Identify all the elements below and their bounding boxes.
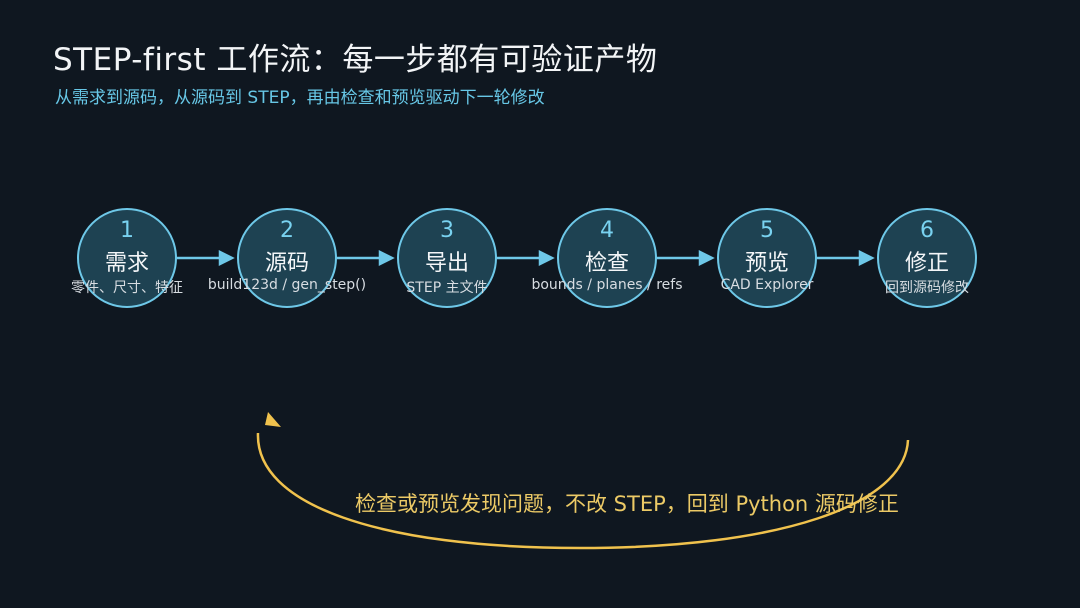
feedback-loop-arc [256,432,910,550]
step-4-circle: 4 检查 [557,208,657,308]
page-title: STEP-first 工作流：每一步都有可验证产物 [53,42,658,78]
arrowhead-2-3 [378,249,395,267]
feedback-loop-arrowhead [265,412,281,427]
step-1-label: 需求 [104,251,149,276]
step-2-number: 2 [280,218,294,243]
step-2-label: 源码 [264,251,309,276]
step-3-number: 3 [440,218,454,243]
step-2-description: build123d / gen_step() [207,277,367,293]
step-4-number: 4 [600,218,614,243]
step-6-description: 回到源码修改 [885,280,969,296]
step-6-circle: 6 修正 [877,208,977,308]
feedback-loop-caption: 检查或预览发现问题，不改 STEP，回到 Python 源码修正 [355,492,899,516]
step-3-circle: 3 导出 [397,208,497,308]
step-6-number: 6 [920,218,934,243]
step-3-label: 导出 [424,251,469,276]
step-1-description: 零件、尺寸、特征 [71,280,183,296]
step-5-label: 预览 [744,251,789,276]
arrowhead-3-4 [538,249,555,267]
step-4-label: 检查 [584,251,629,276]
step-6-label: 修正 [904,251,949,276]
step-5-circle: 5 预览 [717,208,817,308]
step-5-description: CAD Explorer [720,277,814,293]
page-subtitle: 从需求到源码，从源码到 STEP，再由检查和预览驱动下一轮修改 [55,88,545,108]
arrowhead-4-5 [698,249,715,267]
step-2-circle: 2 源码 [237,208,337,308]
step-3-description: STEP 主文件 [406,280,488,296]
step-5-number: 5 [760,218,774,243]
arrowhead-1-2 [218,249,235,267]
arrowhead-5-6 [858,249,875,267]
step-1-circle: 1 需求 [77,208,177,308]
step-4-description: bounds / planes / refs [531,277,683,293]
step-1-number: 1 [120,218,134,243]
